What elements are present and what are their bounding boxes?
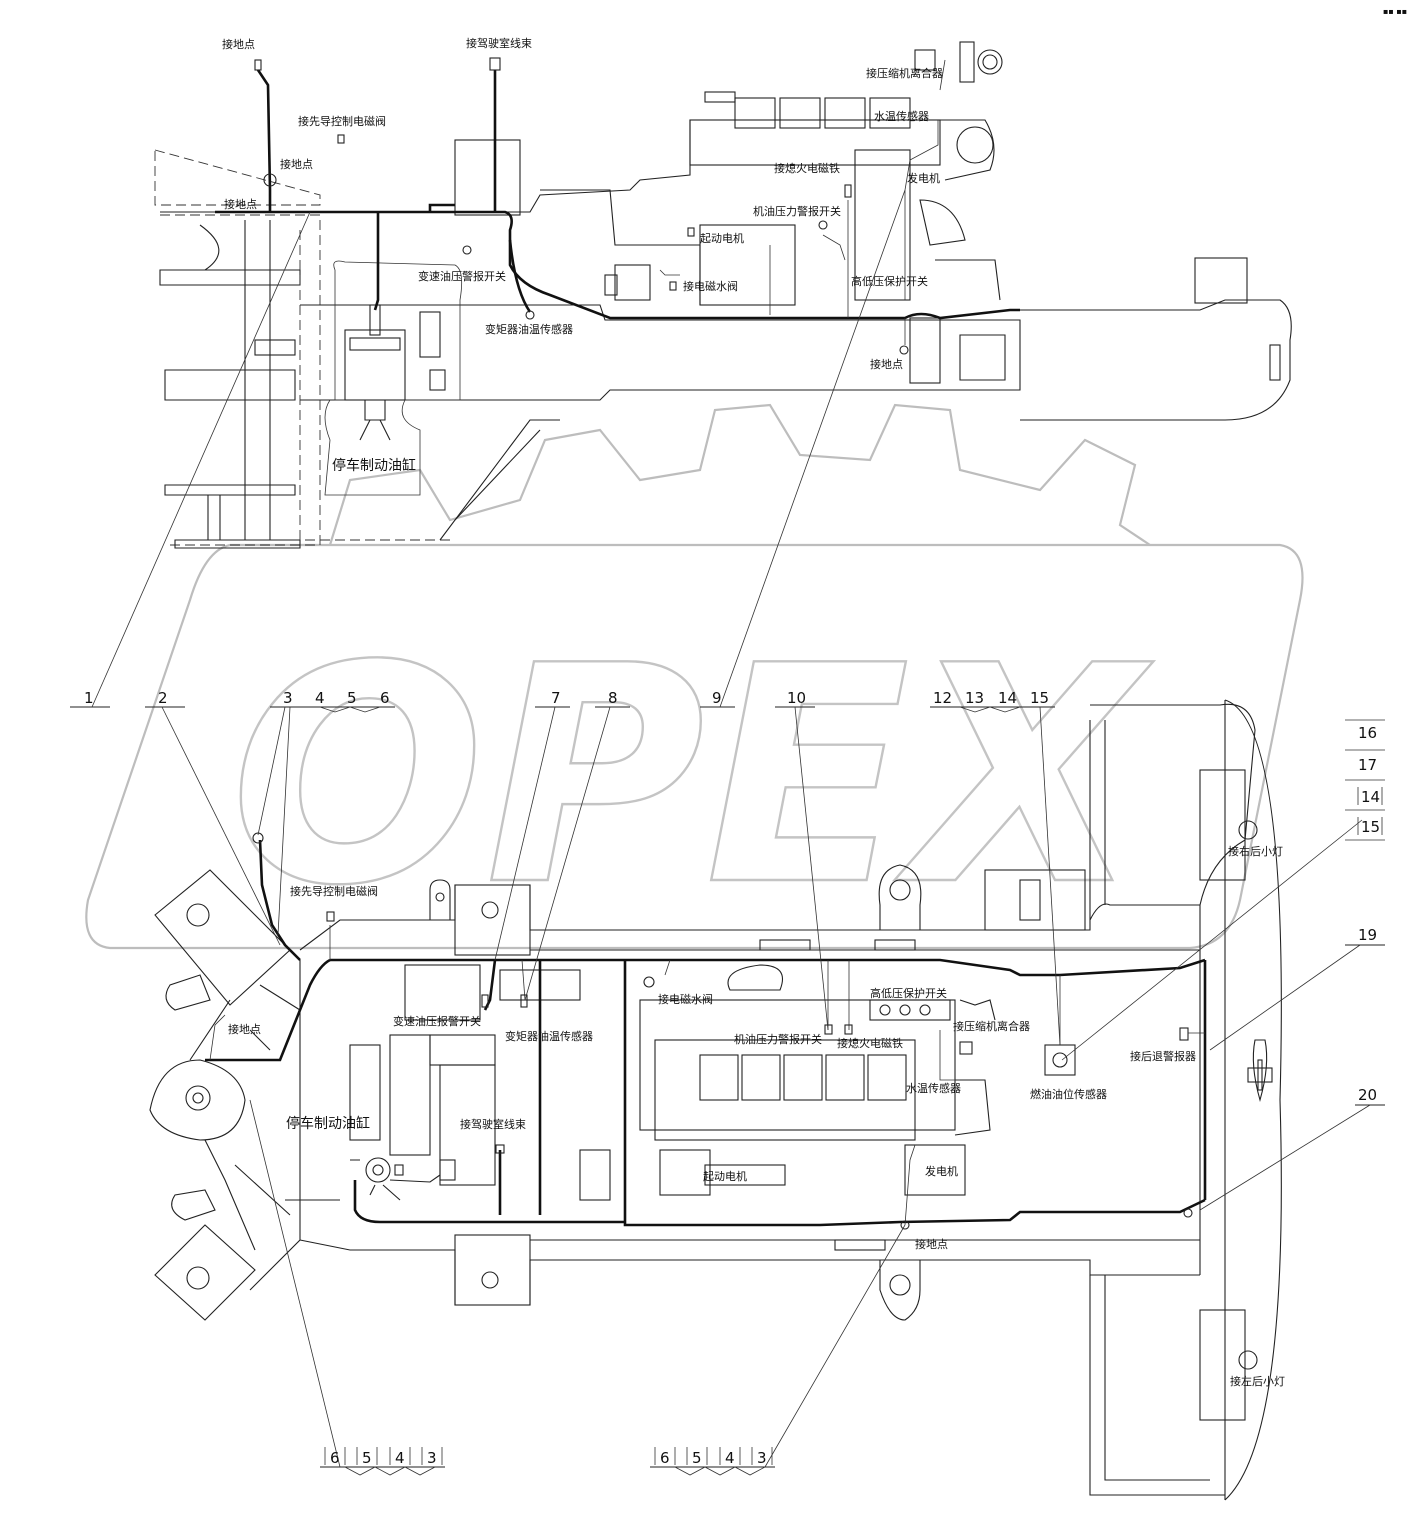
- callout-3: 3: [283, 689, 293, 707]
- callout-20: 20: [1358, 1086, 1377, 1104]
- label-oil-pressure-switch: 机油压力警报开关: [753, 204, 841, 218]
- callout-6: 6: [380, 689, 390, 707]
- label-trans-oil-pressure: 变速油压警报开关: [418, 269, 506, 283]
- callout-12: 12: [933, 689, 952, 707]
- bottom-middle-callouts: 6 5 4 3: [654, 1447, 773, 1467]
- callout-8: 8: [608, 689, 618, 707]
- plan-label-generator: 发电机: [925, 1164, 958, 1178]
- side-view: 接地点 接驾驶室线束 接先导控制电磁阀 接地点 接地点 接压缩机离合器 水温传感…: [154, 36, 1292, 549]
- callout-10: 10: [787, 689, 806, 707]
- svg-text:3: 3: [427, 1449, 437, 1467]
- callout-15: 15: [1030, 689, 1049, 707]
- plan-label-parking-brake: 停车制动油缸: [286, 1115, 370, 1132]
- plan-view: 接先导控制电磁阀 接地点 接电磁水阀 高低压保护开关 机油压力警报开关 接熄火电…: [149, 699, 1285, 1501]
- plan-label-cab-harness: 接驾驶室线束: [460, 1117, 526, 1131]
- callout-14: 14: [998, 689, 1017, 707]
- svg-text:4: 4: [395, 1449, 405, 1467]
- plan-label-pilot-valve: 接先导控制电磁阀: [290, 884, 378, 898]
- plan-label-water-temp: 水温传感器: [906, 1082, 961, 1095]
- callout-4: 4: [315, 689, 325, 707]
- top-main-harness: [215, 210, 1020, 320]
- label-water-temp: 水温传感器: [874, 110, 929, 123]
- svg-text:4: 4: [725, 1449, 735, 1467]
- callout-14-boxed: 14: [1357, 787, 1383, 806]
- callout-5: 5: [347, 689, 357, 707]
- label-water-valve: 接电磁水阀: [683, 279, 738, 293]
- bottom-left-callouts: 6 5 4 3: [324, 1447, 443, 1467]
- plan-label-water-valve: 接电磁水阀: [658, 992, 713, 1006]
- svg-text:15: 15: [1361, 818, 1380, 836]
- callout-9: 9: [712, 689, 722, 707]
- plan-label-hl-pressure: 高低压保护开关: [870, 986, 947, 1000]
- plan-label-oil-pressure-switch: 机油压力警报开关: [734, 1032, 822, 1046]
- svg-text:5: 5: [692, 1449, 702, 1467]
- plan-label-ground-2: 接地点: [915, 1238, 948, 1251]
- label-ground-3: 接地点: [224, 198, 257, 211]
- label-torque-temp: 变矩器油温传感器: [485, 322, 573, 336]
- label-cab-harness: 接驾驶室线束: [466, 36, 532, 50]
- callout-19: 19: [1358, 926, 1377, 944]
- svg-text:6: 6: [660, 1449, 670, 1467]
- plan-label-ground-1: 接地点: [228, 1023, 261, 1036]
- label-parking-brake: 停车制动油缸: [332, 457, 416, 474]
- svg-text:3: 3: [757, 1449, 767, 1467]
- label-compressor-clutch: 接压缩机离合器: [866, 66, 943, 80]
- corner-mark: ▪▪ ▪▪: [1383, 7, 1407, 16]
- callout-1: 1: [84, 689, 94, 707]
- label-hl-pressure: 高低压保护开关: [851, 274, 928, 288]
- plan-label-rear-alarm: 接后退警报器: [1130, 1049, 1196, 1063]
- plan-main-harness: [330, 958, 1206, 977]
- label-pilot-valve: 接先导控制电磁阀: [298, 114, 386, 128]
- watermark-text: OPEX: [230, 602, 1154, 951]
- plan-label-starter: 起动电机: [703, 1169, 747, 1183]
- callout-15-boxed: 15: [1357, 817, 1383, 836]
- callout-17: 17: [1358, 756, 1377, 774]
- label-ground-4: 接地点: [870, 358, 903, 371]
- label-fuel-solenoid: 接熄火电磁铁: [774, 161, 840, 175]
- svg-text:14: 14: [1361, 788, 1380, 806]
- callouts: 1 2 3 4 5 6 7 8 9 10 12 13 14 15 16 17 1…: [70, 189, 1385, 1476]
- callout-16: 16: [1358, 724, 1377, 742]
- plan-label-fuel-level: 燃油油位传感器: [1030, 1087, 1107, 1101]
- label-ground-2: 接地点: [280, 158, 313, 171]
- plan-label-compressor-clutch: 接压缩机离合器: [953, 1019, 1030, 1033]
- svg-text:6: 6: [330, 1449, 340, 1467]
- label-starter: 起动电机: [700, 231, 744, 245]
- watermark-logo: OPEX: [85, 403, 1304, 952]
- svg-text:5: 5: [362, 1449, 372, 1467]
- plan-label-fuel-solenoid: 接熄火电磁铁: [837, 1036, 903, 1050]
- plan-label-torque-temp: 变矩器油温传感器: [505, 1029, 593, 1043]
- callout-13: 13: [965, 689, 984, 707]
- callout-7: 7: [551, 689, 561, 707]
- label-ground-1: 接地点: [222, 38, 255, 51]
- callout-2: 2: [158, 689, 168, 707]
- plan-label-trans-oil-pressure: 变速油压报警开关: [393, 1014, 481, 1028]
- plan-label-right-rear-lamp: 接右后小灯: [1228, 844, 1283, 858]
- plan-label-left-rear-lamp: 接左后小灯: [1230, 1375, 1285, 1388]
- label-generator: 发电机: [907, 171, 940, 185]
